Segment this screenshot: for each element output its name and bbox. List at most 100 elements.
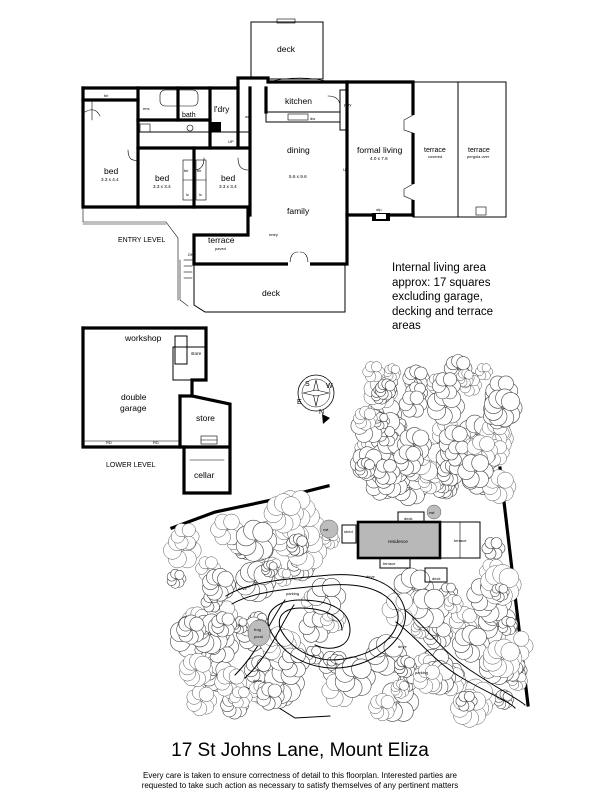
tree-canopy	[221, 612, 235, 626]
tree-canopy	[238, 686, 250, 698]
disclaimer-line: Every care is taken to ensure correctnes…	[143, 771, 457, 780]
label-lc-1: lc	[186, 192, 189, 197]
tree-canopy	[479, 436, 495, 452]
label-bir-3: bir	[197, 168, 202, 173]
tree-canopy	[390, 364, 400, 374]
label-dishwasher: dw	[310, 116, 315, 121]
tree-canopy	[446, 582, 456, 593]
tree-canopy	[451, 595, 462, 605]
tree-canopy	[311, 645, 322, 656]
label-pantry: p'try	[344, 102, 351, 107]
tree-canopy	[424, 664, 440, 680]
tree-canopy	[502, 691, 513, 702]
tree-canopy	[462, 608, 478, 624]
label-bed-2: bed	[155, 173, 169, 183]
tree-canopy	[296, 535, 308, 547]
label-wc: wc	[245, 114, 250, 119]
label-lc-2: lc	[199, 192, 202, 197]
label-cellar: cellar	[194, 470, 214, 480]
note-line: approx: 17 squares	[392, 276, 491, 289]
note-line: decking and terrace	[392, 305, 494, 318]
label-rd-1: RD	[106, 440, 112, 445]
tree-canopy	[442, 372, 457, 387]
label-terrace-pergola-note: pergola over	[467, 154, 490, 159]
tree-canopy	[471, 454, 489, 472]
label-ens: ens	[143, 106, 149, 111]
label-bed-3-size: 3.3 x 3.4	[219, 184, 237, 189]
tree-canopy	[496, 471, 514, 489]
compass-rose: S W E N	[297, 374, 335, 424]
label-deck-bottom: deck	[262, 288, 281, 298]
label-formal-size: 4.0 x 7.6	[370, 156, 388, 161]
tree-canopy	[256, 657, 271, 672]
label-entry-level: ENTRY LEVEL	[118, 237, 165, 244]
entry-level-plan: deck kitchen bir ens bath l'dry p'try dw…	[81, 18, 507, 313]
tree-canopy	[414, 366, 428, 380]
label-bir-1: bir	[104, 93, 109, 98]
compass-s: S	[305, 381, 310, 388]
label-terrace-covered: terrace	[424, 147, 446, 154]
disclaimer-line: requested to take such action as necessa…	[141, 781, 459, 790]
note-line: excluding garage,	[392, 291, 483, 303]
site-label-drive-a: drive	[366, 574, 375, 579]
site-label-parking-a: parking	[286, 591, 299, 596]
label-terrace-covered-note: covered	[428, 154, 442, 159]
tree-canopy	[223, 513, 240, 531]
tree-canopy	[498, 567, 519, 588]
label-dn: DN	[188, 252, 194, 257]
site-label-parking-b: parking	[415, 670, 428, 675]
tree-canopy	[205, 556, 218, 569]
tree-canopy	[513, 630, 530, 647]
tree-canopy	[451, 426, 468, 443]
tree-canopy	[455, 440, 469, 455]
label-ofp: ofp	[376, 207, 382, 212]
tree-canopy	[321, 577, 341, 597]
site-label-pond: pond	[254, 634, 263, 639]
tree-canopy	[456, 356, 471, 371]
tree-canopy	[409, 569, 430, 590]
tree-canopy	[412, 429, 430, 447]
tree-canopy	[481, 363, 491, 373]
compass-n: N	[319, 409, 324, 416]
label-bir-2: bir	[184, 168, 189, 173]
site-label-frog: frog	[254, 627, 261, 632]
label-double: double	[121, 392, 147, 402]
site-plan: deck rwt shed rwt residence terrace terr…	[163, 354, 534, 728]
tree-canopy	[463, 691, 475, 702]
note-line: areas	[392, 320, 421, 332]
label-laundry: l'dry	[214, 104, 230, 114]
tree-canopy	[194, 655, 212, 673]
label-workshop: workshop	[124, 333, 162, 343]
label-up-2: UP	[343, 167, 349, 172]
site-label-shed: shed	[344, 529, 353, 534]
note-line: Internal living area	[392, 262, 486, 274]
tree-canopy	[268, 561, 278, 571]
tree-canopy	[468, 627, 487, 647]
compass-w: W	[326, 383, 333, 390]
label-store-1: store	[191, 351, 202, 356]
disclaimer: Every care is taken to ensure correctnes…	[0, 771, 600, 791]
tree-canopy	[290, 647, 306, 664]
tree-canopy	[217, 570, 234, 588]
site-label-drive-c: drive	[398, 644, 407, 649]
tree-canopy	[464, 370, 474, 380]
tree-canopy	[198, 686, 214, 702]
living-area-note: Internal living area approx: 17 squares ex…	[392, 261, 542, 334]
tree-canopy	[174, 569, 185, 580]
tree-canopy	[351, 658, 372, 679]
site-label-terrace-a: terrace	[454, 538, 467, 543]
tree-canopy	[238, 617, 248, 627]
site-label-rwt-2: rwt	[429, 510, 435, 515]
site-label-drive-d: drive	[253, 678, 262, 683]
site-label-rwt-1: rwt	[323, 527, 329, 532]
tree-canopy	[267, 683, 282, 698]
label-bath: bath	[182, 112, 196, 119]
tree-canopy	[384, 380, 396, 392]
tree-canopy	[405, 446, 421, 462]
label-terrace-paved-note: paved	[215, 246, 226, 251]
tree-canopy	[379, 413, 389, 422]
label-bed-3: bed	[221, 173, 235, 183]
label-deck-top: deck	[277, 44, 296, 54]
compass-e: E	[297, 399, 302, 406]
site-label-deck-b: deck	[432, 576, 440, 581]
